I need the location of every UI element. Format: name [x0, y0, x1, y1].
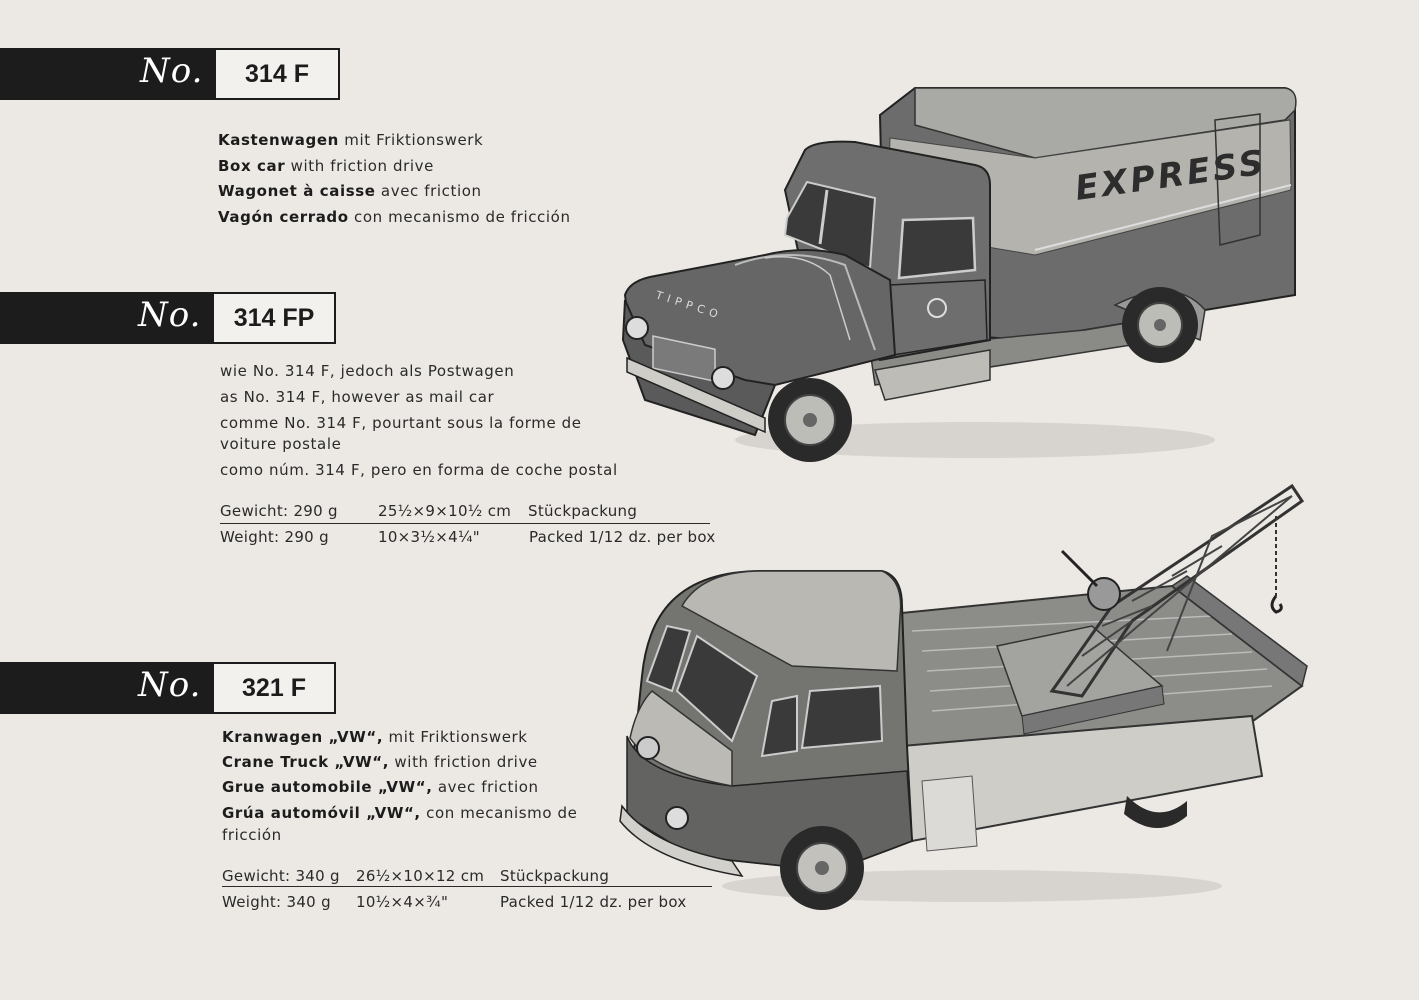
desc-line-de: Kastenwagen mit Friktionswerk — [218, 131, 484, 149]
spec-row-en: Weight: 340 g 10½×4×¾" Packed 1/12 dz. p… — [222, 893, 712, 919]
desc-line-fr: Grue automobile „VW“, avec friction — [222, 778, 539, 797]
pack-en: Packed 1/12 dz. per box — [500, 893, 687, 911]
desc-line-fr: Wagonet à caisse avec friction — [218, 182, 482, 200]
size-imperial: 10½×4×¾" — [356, 893, 449, 911]
desc-line-en: Crane Truck „VW“, with friction drive — [222, 753, 538, 772]
desc-line-en: as No. 314 F, however as mail car — [220, 387, 495, 406]
spec-rule — [220, 523, 710, 524]
weight-en: Weight: 340 g — [222, 893, 331, 911]
description-314f: Kastenwagen mit Friktionswerk Box car wi… — [218, 128, 571, 230]
spec-row-en: Weight: 290 g 10×3½×4¼" Packed 1/12 dz. … — [220, 528, 715, 554]
desc-line-fr-cont: voiture postale — [220, 435, 342, 454]
item-number: 314 F — [214, 48, 340, 100]
crane-truck-illustration — [619, 483, 1308, 910]
desc-line-en: Box car with friction drive — [218, 156, 434, 175]
description-321f: Kranwagen „VW“, mit Friktionswerk Crane … — [222, 725, 577, 848]
item-number: 321 F — [212, 662, 336, 714]
banner-bar — [0, 292, 214, 344]
spec-row-de: Gewicht: 340 g 26½×10×12 cm Stückpackung — [222, 867, 712, 893]
door-logo — [927, 298, 947, 318]
pack-de: Stückpackung — [528, 502, 638, 520]
size-metric: 25½×9×10½ cm — [378, 502, 512, 520]
no-mark: No. — [140, 51, 204, 91]
desc-line-es: Vagón cerrado con mecanismo de fricción — [218, 207, 571, 226]
weight-en: Weight: 290 g — [220, 528, 329, 546]
desc-line-es: Grúa automóvil „VW“, con mecanismo de — [222, 803, 578, 822]
spec-row-de: Gewicht: 290 g 25½×9×10½ cm Stückpackung — [220, 502, 710, 528]
desc-line-de: Kranwagen „VW“, mit Friktionswerk — [222, 728, 528, 746]
item-number-banner-314f: No. 314 F — [0, 48, 340, 100]
desc-line-es-cont: fricción — [222, 825, 282, 844]
size-imperial: 10×3½×4¼" — [378, 528, 480, 546]
desc-line-es: como núm. 314 F, pero en forma de coche … — [220, 461, 618, 480]
pack-en: Packed 1/12 dz. per box — [529, 528, 716, 546]
no-mark: No. — [138, 665, 202, 705]
item-number-banner-321f: No. 321 F — [0, 662, 340, 714]
no-mark: No. — [138, 295, 202, 335]
desc-line-de: wie No. 314 F, jedoch als Postwagen — [220, 362, 515, 380]
vw-badge — [636, 736, 660, 760]
pack-de: Stückpackung — [500, 867, 610, 885]
spec-table-321f: Gewicht: 340 g 26½×10×12 cm Stückpackung… — [222, 867, 712, 919]
weight-de: Gewicht: 340 g — [222, 867, 340, 885]
box-truck-illustration: EXPRESS TIPPCO — [621, 87, 1297, 462]
size-metric: 26½×10×12 cm — [356, 867, 485, 885]
spec-table-314fp: Gewicht: 290 g 25½×9×10½ cm Stückpackung… — [220, 502, 715, 554]
item-number-banner-314fp: No. 314 FP — [0, 292, 340, 344]
weight-de: Gewicht: 290 g — [220, 502, 338, 520]
banner-bar — [0, 48, 216, 100]
spec-rule — [222, 886, 712, 887]
banner-bar — [0, 662, 214, 714]
item-number: 314 FP — [212, 292, 336, 344]
description-314fp: wie No. 314 F, jedoch als Postwagen as N… — [220, 359, 618, 484]
desc-line-fr: comme No. 314 F, pourtant sous la forme … — [220, 413, 582, 432]
